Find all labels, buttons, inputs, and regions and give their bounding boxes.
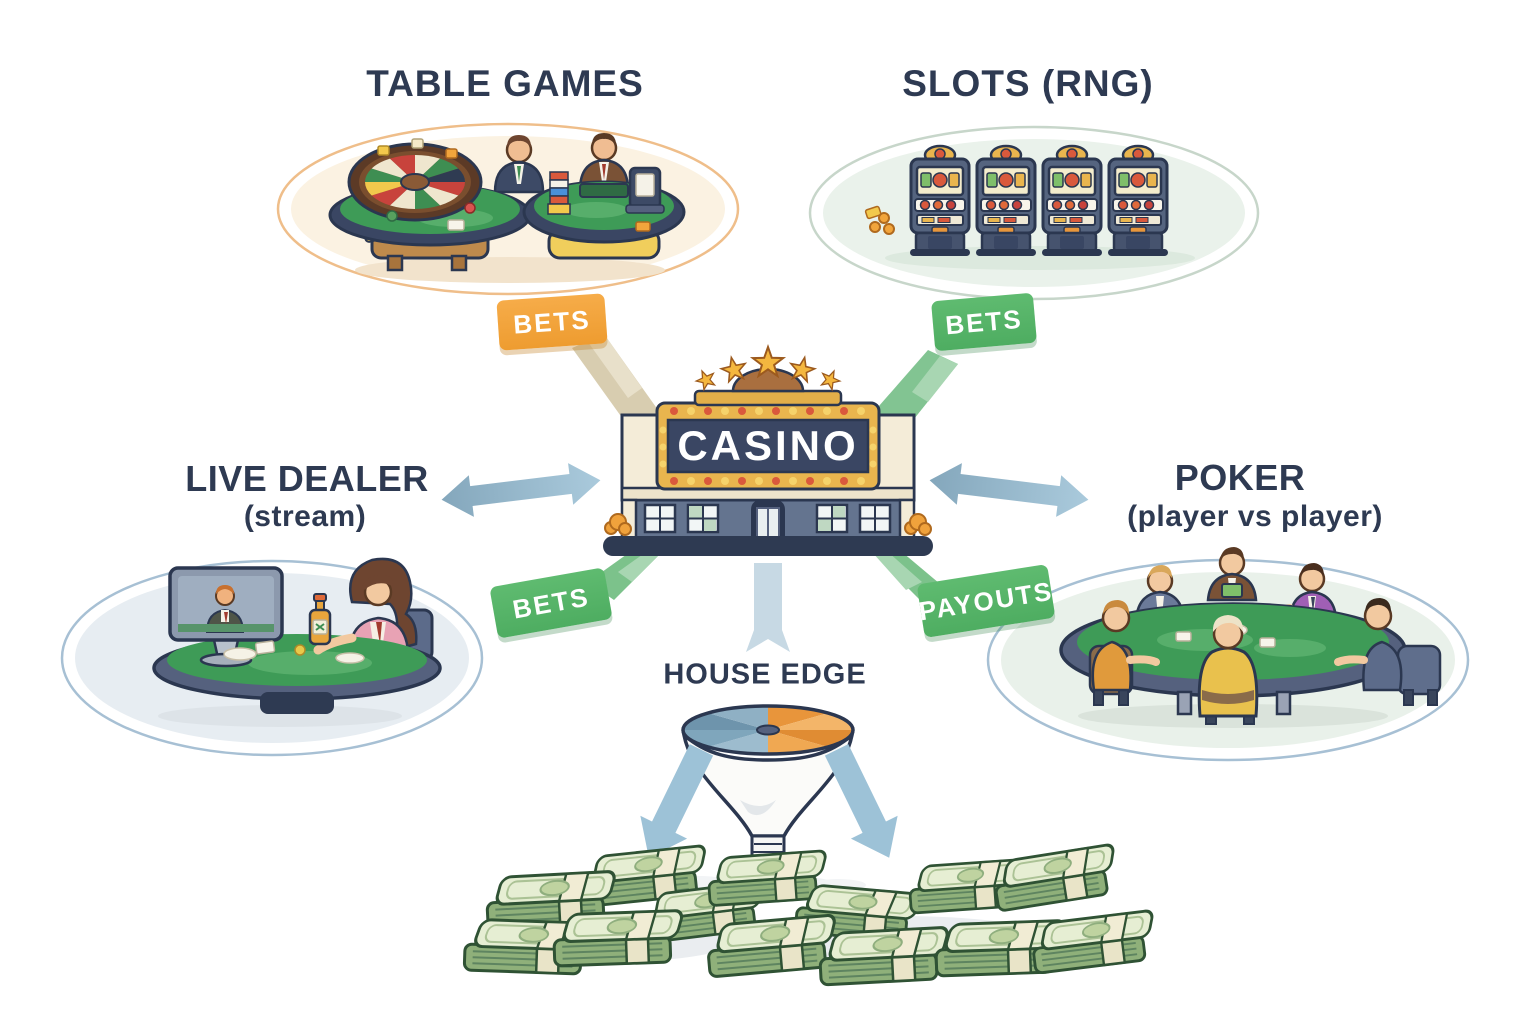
table-games-illustration	[328, 133, 686, 283]
coins-icon	[864, 205, 895, 235]
poker-player	[1088, 600, 1160, 706]
live-dealer-subtitle: (stream)	[243, 500, 367, 533]
house-edge-ribbon-icon	[746, 563, 790, 652]
poker-illustration	[1059, 547, 1442, 728]
funnel-left-arrow-icon	[640, 744, 714, 858]
marquee-lights	[659, 407, 877, 485]
money-stacks-icon	[462, 842, 1161, 987]
poker-title: POKER	[1174, 457, 1306, 498]
slot-machines-illustration	[864, 144, 1195, 270]
left-double-arrow-icon	[441, 463, 601, 517]
live-dealer-title: LIVE DEALER	[185, 458, 429, 499]
poker-subtitle: (player vs player)	[1127, 500, 1383, 533]
table-games-title: TABLE GAMES	[366, 63, 644, 104]
casino-sign-text: CASINO	[677, 422, 859, 469]
poker-player	[1206, 547, 1258, 602]
casino-building-icon	[603, 346, 933, 556]
poker-player	[1334, 598, 1442, 706]
slots-title: SLOTS (RNG)	[902, 63, 1154, 104]
flow-ribbon-slots-bets	[872, 350, 958, 434]
poker-player	[1197, 615, 1259, 725]
bush-icon	[604, 513, 932, 536]
funnel-right-arrow-icon	[824, 744, 898, 858]
bets-badge-table-games: BETS	[496, 293, 608, 351]
bottle-icon	[308, 593, 332, 646]
live-dealer-illustration	[152, 557, 442, 727]
house-edge-title: HOUSE EDGE	[663, 658, 867, 691]
stream-monitor-icon	[168, 566, 284, 668]
bets-badge-slots: BETS	[931, 292, 1037, 352]
right-double-arrow-icon	[929, 463, 1089, 517]
